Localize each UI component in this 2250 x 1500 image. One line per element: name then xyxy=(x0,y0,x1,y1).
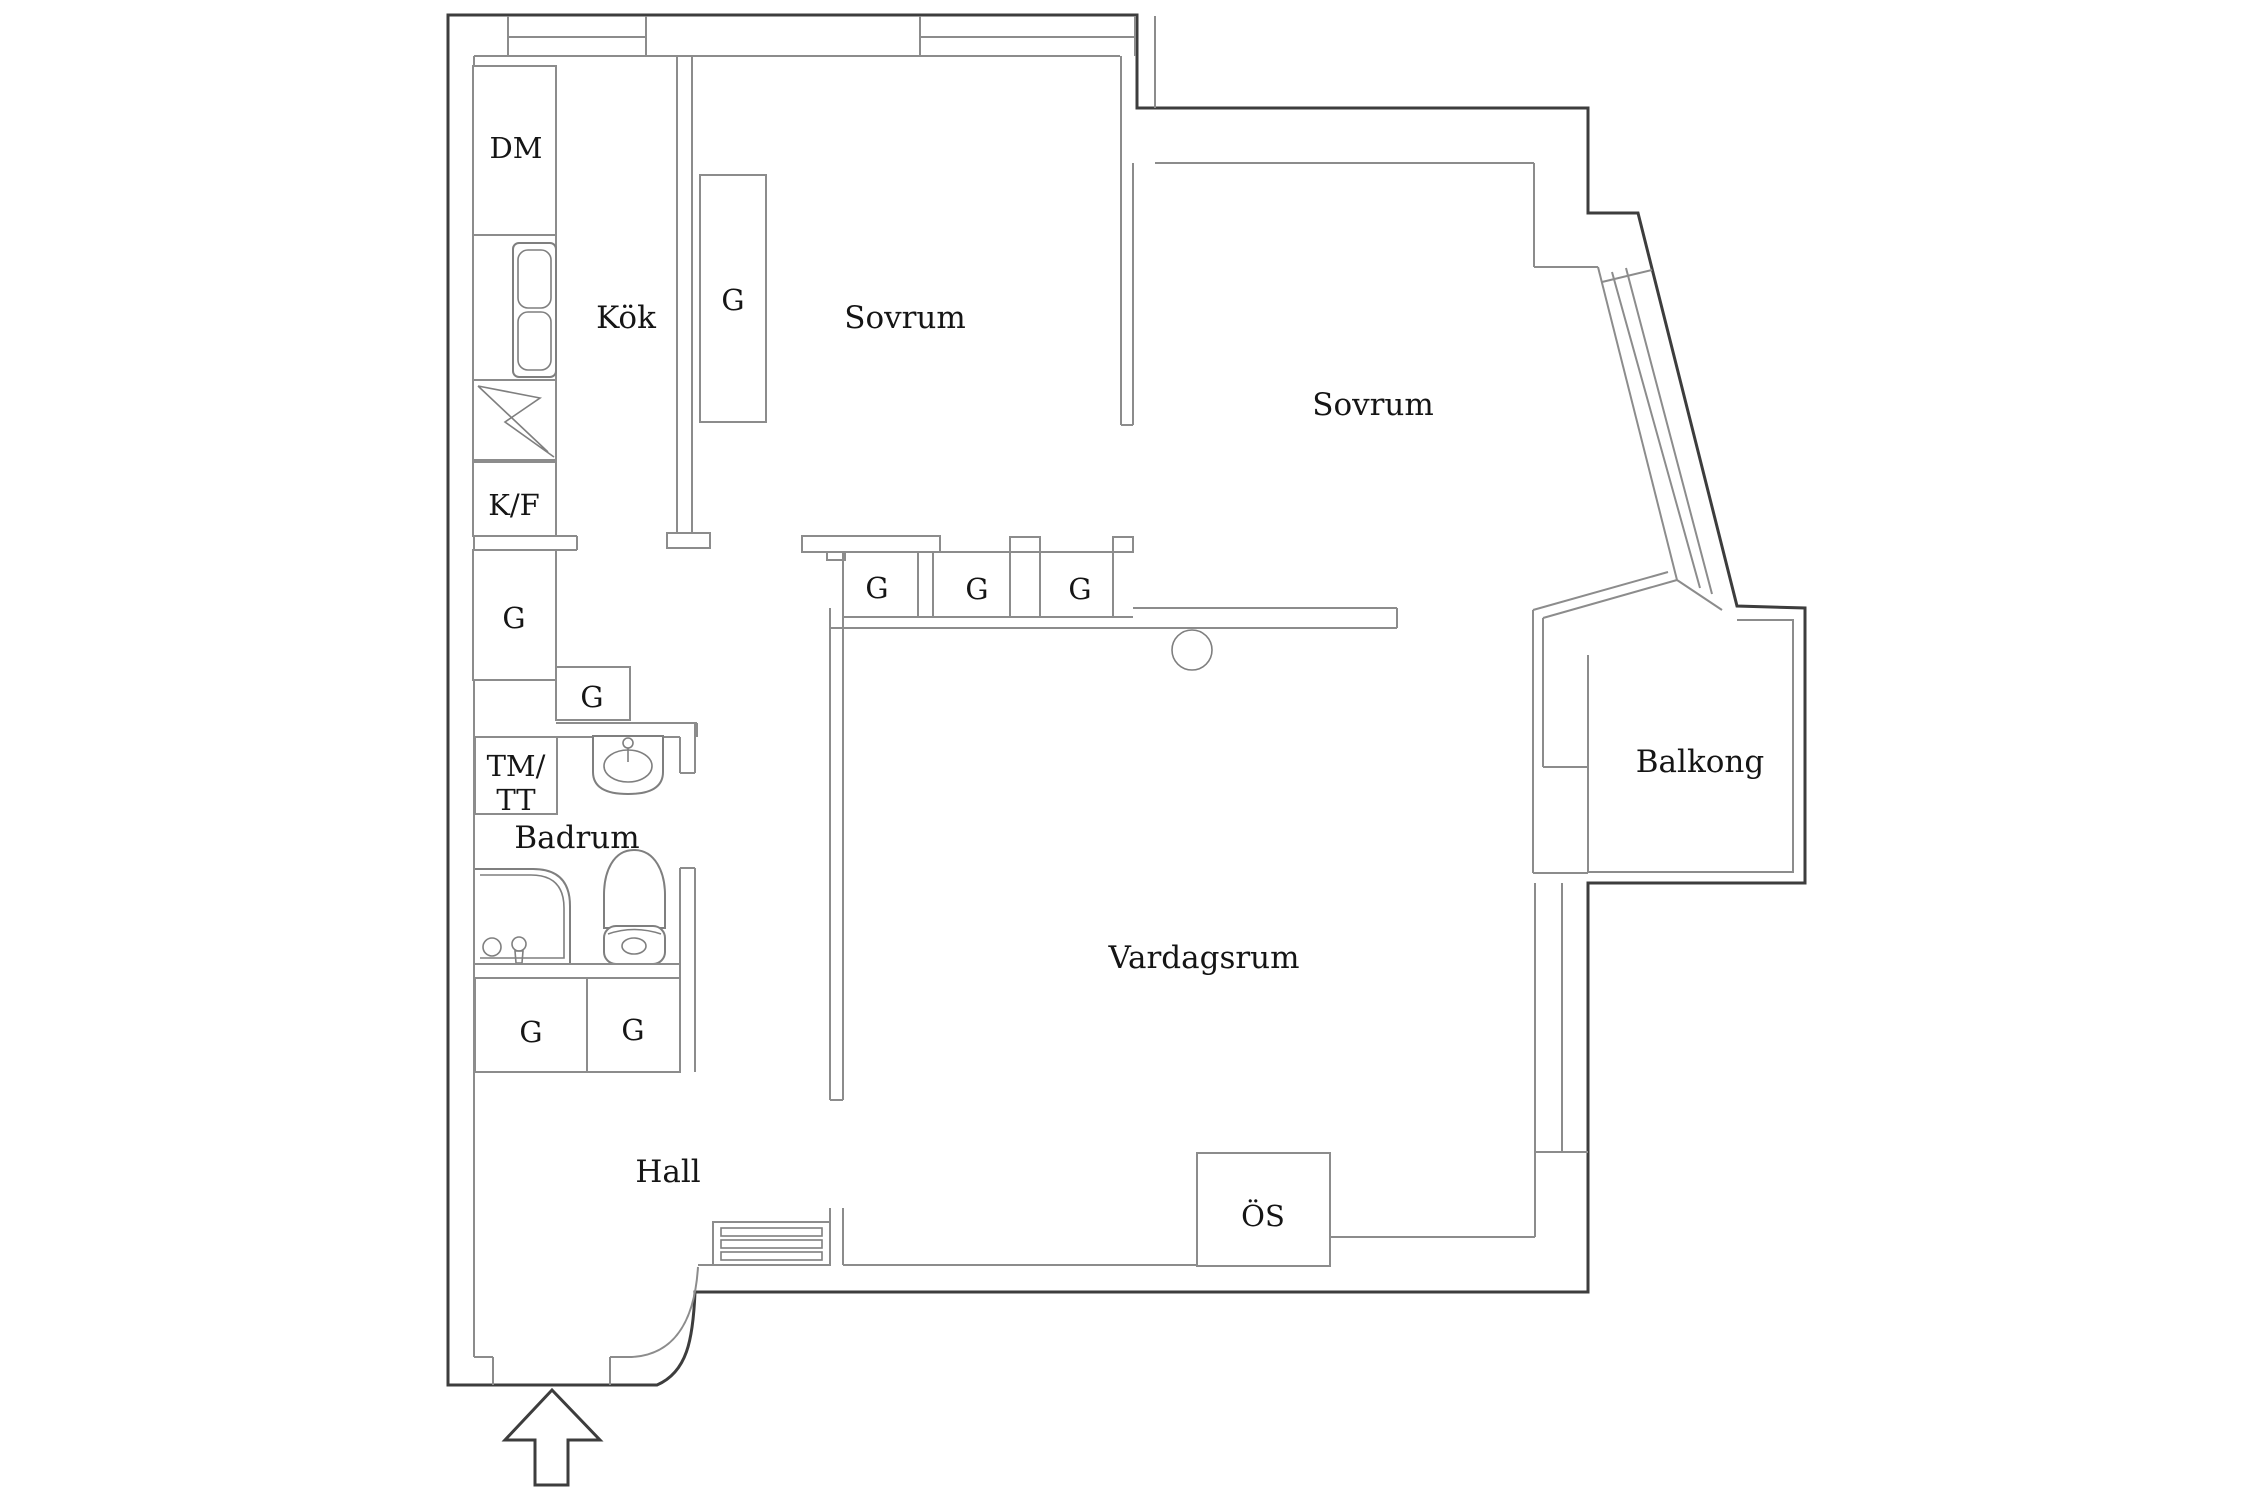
closet-bath-right-box xyxy=(586,977,681,1073)
sovrum2-east-wall-inner xyxy=(1533,163,1598,268)
entry-door-jambs xyxy=(474,1356,632,1385)
label-balkong: Balkong xyxy=(1636,744,1764,780)
label-washer-line1: TM/ xyxy=(487,749,546,783)
label-kok: Kök xyxy=(596,300,656,336)
corridor-wall-piece xyxy=(801,535,941,553)
kitchen-partition-wall xyxy=(676,56,693,533)
bathtub-icon xyxy=(475,868,571,965)
label-hall: Hall xyxy=(635,1154,700,1190)
kitchen-partition-end-cap xyxy=(666,532,711,549)
fridge-freezer-box xyxy=(472,461,557,537)
closet-bath-left-box xyxy=(474,977,588,1073)
window-angled-wall xyxy=(1532,266,1723,619)
bedroom-partition-wall xyxy=(1120,56,1134,426)
entry-curve-inner xyxy=(631,1266,699,1358)
column-icon xyxy=(1171,629,1213,671)
bath-niche-wall xyxy=(556,722,698,737)
label-closet-sovrum1: G xyxy=(721,283,744,317)
label-closet-bath-left: G xyxy=(519,1015,542,1049)
balcony-door-nook-walls xyxy=(1532,610,1589,874)
closet-kitchen-tall-box xyxy=(472,549,557,681)
entrance-arrow-icon xyxy=(501,1387,604,1487)
label-closet-row-3: G xyxy=(1068,572,1091,606)
window-kitchen-top xyxy=(507,16,647,56)
balcony-inner-rail xyxy=(1588,619,1794,873)
vardagsrum-west-wall-lower xyxy=(829,1208,844,1265)
label-badrum: Badrum xyxy=(514,820,639,856)
label-fridge-freezer: K/F xyxy=(488,488,540,522)
kitchen-sink-icon xyxy=(512,242,557,378)
label-vardagsrum: Vardagsrum xyxy=(1107,940,1299,976)
label-closet-row-1: G xyxy=(865,571,888,605)
closet-sovrum1-box xyxy=(699,174,767,423)
label-closet-kitchen-small: G xyxy=(580,680,603,714)
window-sovrum1-top xyxy=(919,16,1136,56)
dishwasher-box xyxy=(472,65,557,236)
kitchen-cap-wall xyxy=(473,535,578,551)
label-sovrum1: Sovrum xyxy=(844,300,966,336)
washer-dryer-box xyxy=(474,736,558,815)
label-closet-kitchen-tall: G xyxy=(502,601,525,635)
wash-basin-icon xyxy=(592,735,664,796)
vardagsrum-west-wall-upper xyxy=(829,608,844,1101)
bathroom-right-wall-lower xyxy=(679,867,696,1072)
corridor-wall-notch xyxy=(826,551,846,561)
closet-kitchen-small-box xyxy=(555,666,631,721)
label-closet-row-2: G xyxy=(965,572,988,606)
window-right-wall xyxy=(1534,883,1563,1152)
toilet-icon xyxy=(603,848,666,965)
label-dishwasher: DM xyxy=(490,131,543,165)
radiator-icon xyxy=(712,1221,831,1266)
label-sovrum2: Sovrum xyxy=(1312,387,1434,423)
bathroom-right-wall-upper xyxy=(679,723,696,774)
label-closet-bath-right: G xyxy=(621,1013,644,1047)
os-box xyxy=(1196,1152,1331,1267)
stove-icon xyxy=(472,379,557,461)
vardagsrum-bottom-wall-inner xyxy=(1330,1150,1536,1238)
closet-row-walls xyxy=(842,536,1134,617)
label-washer-line2: TT xyxy=(496,783,536,817)
label-os: ÖS xyxy=(1241,1198,1285,1233)
vardagsrum-top-wall xyxy=(830,607,1398,629)
